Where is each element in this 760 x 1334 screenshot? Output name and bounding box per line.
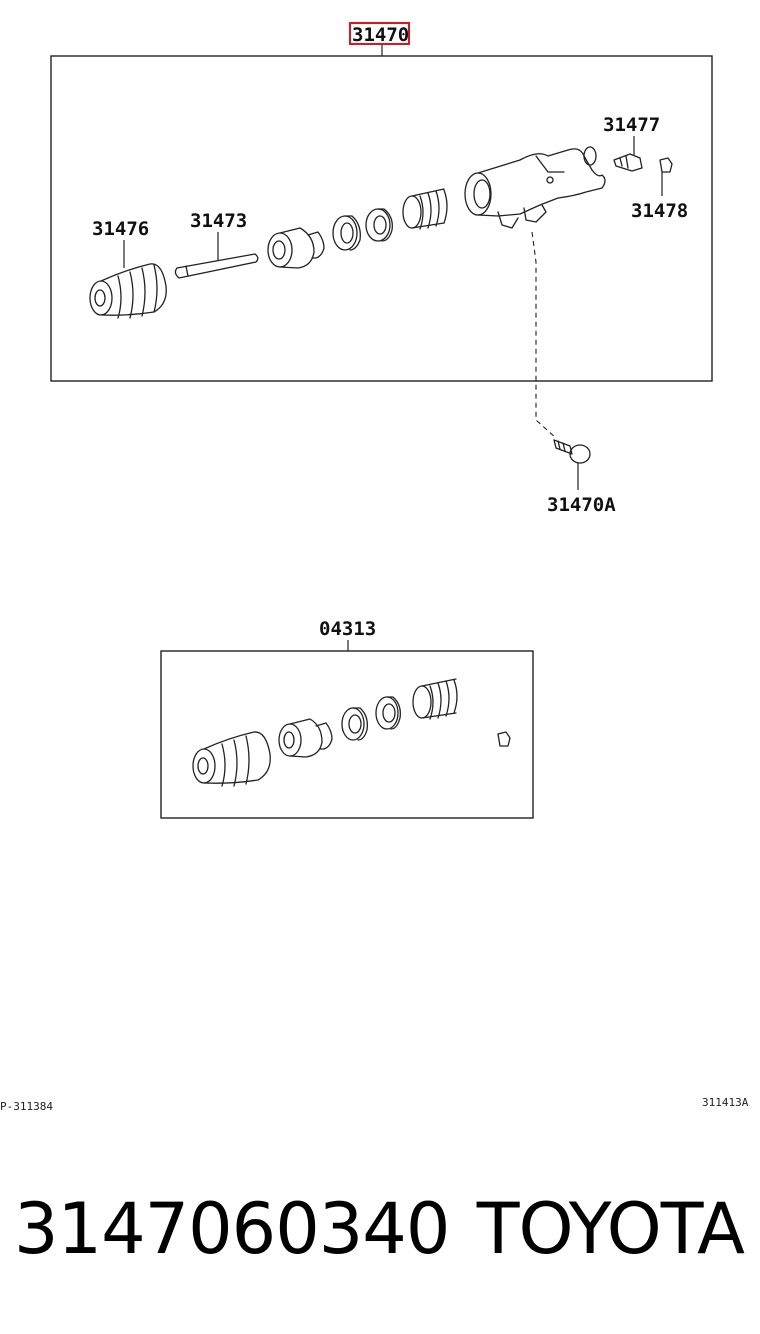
callout-31478[interactable]: 31478 — [631, 200, 688, 222]
kit-piston-part — [278, 718, 333, 758]
callout-31473[interactable]: 31473 — [190, 210, 247, 232]
part-number: 3147060340 — [14, 1188, 450, 1270]
brand-name: TOYOTA — [476, 1188, 745, 1270]
push-rod-part — [174, 253, 259, 279]
bleeder-plug-part — [613, 153, 643, 172]
bolt-dashed-leader — [531, 231, 557, 439]
cup-seal-1 — [332, 215, 361, 251]
boot-part — [89, 263, 167, 319]
footer-bar: 3147060340 TOYOTA — [0, 1188, 760, 1270]
callout-31476[interactable]: 31476 — [92, 218, 149, 240]
piston-part — [267, 227, 325, 269]
kit-spring-part — [412, 678, 458, 720]
bleeder-cap-part — [659, 157, 673, 173]
callout-04313[interactable]: 04313 — [319, 618, 376, 640]
parts-diagram: 31470 31476 31473 — [0, 22, 749, 1113]
spring-part — [402, 188, 448, 230]
kit-bleeder-cap-part — [497, 731, 511, 747]
callout-31470A[interactable]: 31470A — [547, 494, 616, 516]
kit-frame — [160, 650, 534, 819]
assembly-frame — [50, 55, 713, 382]
kit-cup-seal-1 — [341, 707, 368, 741]
cylinder-body-part — [464, 146, 606, 229]
highlight-box — [349, 22, 410, 45]
kit-cup-seal-2 — [375, 696, 401, 730]
ref-code-left: P-311384 — [0, 1100, 53, 1113]
cup-seal-2 — [365, 208, 393, 242]
kit-boot-part — [192, 731, 271, 787]
callout-31477[interactable]: 31477 — [603, 114, 660, 136]
callout-31470[interactable]: 31470 — [352, 24, 409, 46]
ref-code-right: 311413A — [702, 1096, 749, 1109]
bolt-part — [553, 439, 591, 464]
